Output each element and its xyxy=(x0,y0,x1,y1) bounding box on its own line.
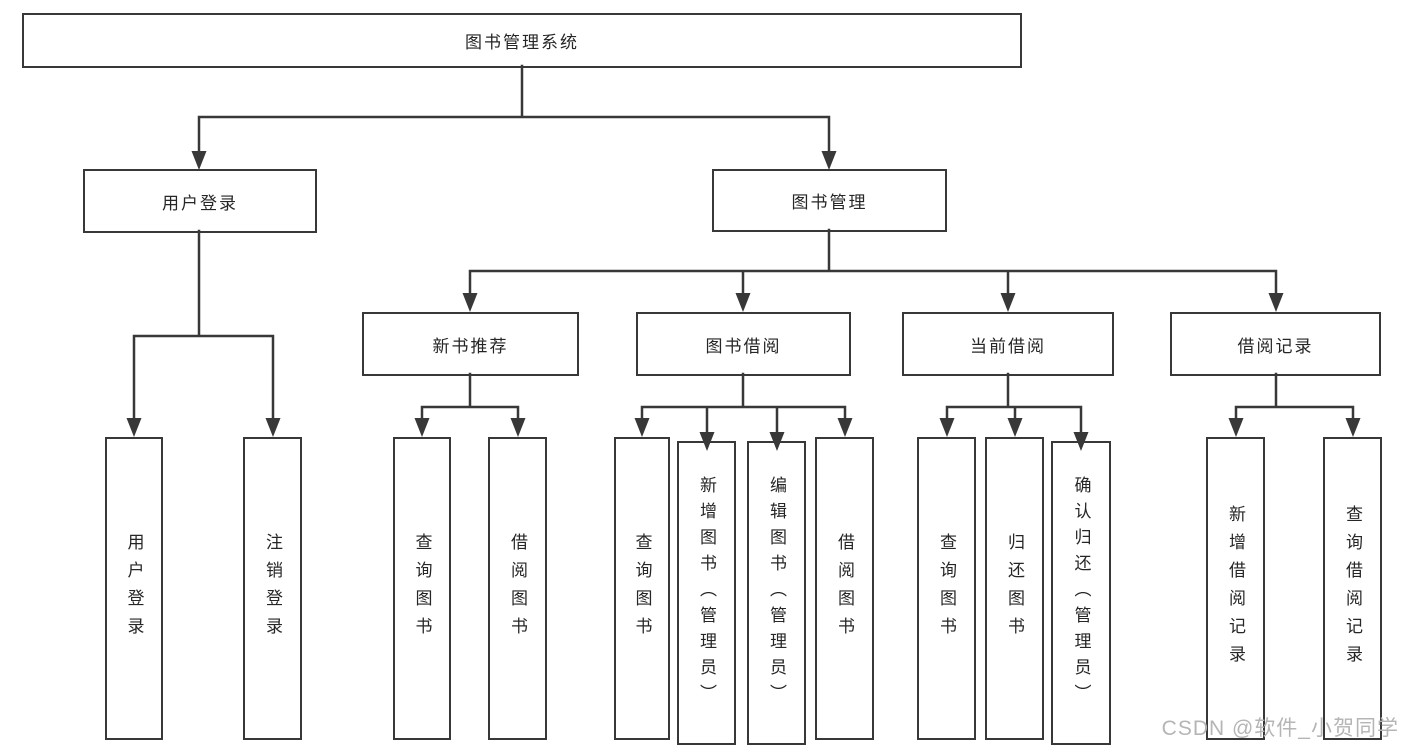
leaf-add-borrow-record: 新增借阅记录 xyxy=(1206,437,1265,740)
node-label: 查询图书 xyxy=(937,532,956,645)
leaf-logout: 注销登录 xyxy=(243,437,302,740)
leaf-query-borrow-record: 查询借阅记录 xyxy=(1323,437,1382,740)
leaf-user-login: 用户登录 xyxy=(105,437,163,740)
node-user-login: 用户登录 xyxy=(83,169,317,233)
leaf-query-books-current: 查询图书 xyxy=(917,437,976,740)
node-label: 注销登录 xyxy=(263,532,282,645)
node-label: 图书管理系统 xyxy=(465,33,579,52)
node-book-management: 图书管理 xyxy=(712,169,947,232)
node-label: 查询图书 xyxy=(632,532,652,645)
leaf-add-book-admin: 新增图书（管理员） xyxy=(677,441,736,745)
node-label: 编辑图书（管理员） xyxy=(767,476,786,710)
leaf-edit-book-admin: 编辑图书（管理员） xyxy=(747,441,806,745)
node-label: 用户登录 xyxy=(124,532,144,645)
node-label: 图书借阅 xyxy=(705,336,782,356)
node-label: 借阅图书 xyxy=(508,532,527,645)
node-library-management-system: 图书管理系统 xyxy=(22,13,1022,68)
node-label: 新增图书（管理员） xyxy=(697,476,716,710)
node-label: 新增借阅记录 xyxy=(1226,504,1245,673)
node-book-borrow: 图书借阅 xyxy=(636,312,851,376)
node-new-book-recommend: 新书推荐 xyxy=(362,312,579,376)
leaf-borrow-books-borrow: 借阅图书 xyxy=(815,437,874,740)
node-label: 借阅记录 xyxy=(1237,336,1314,356)
node-label: 借阅图书 xyxy=(835,532,854,645)
node-label: 查询图书 xyxy=(412,532,432,645)
node-current-borrow: 当前借阅 xyxy=(902,312,1114,376)
node-label: 用户登录 xyxy=(162,193,238,213)
leaf-borrow-books-recommend: 借阅图书 xyxy=(488,437,547,740)
node-borrow-records: 借阅记录 xyxy=(1170,312,1381,376)
node-label: 新书推荐 xyxy=(432,336,509,356)
leaf-confirm-return-admin: 确认归还（管理员） xyxy=(1051,441,1111,745)
node-label: 当前借阅 xyxy=(970,336,1046,356)
node-label: 确认归还（管理员） xyxy=(1071,476,1091,710)
node-label: 查询借阅记录 xyxy=(1343,504,1362,673)
leaf-query-books-borrow: 查询图书 xyxy=(614,437,670,740)
node-label: 图书管理 xyxy=(791,193,868,212)
leaf-return-books: 归还图书 xyxy=(985,437,1044,740)
node-label: 归还图书 xyxy=(1005,532,1024,645)
leaf-query-books-recommend: 查询图书 xyxy=(393,437,451,740)
